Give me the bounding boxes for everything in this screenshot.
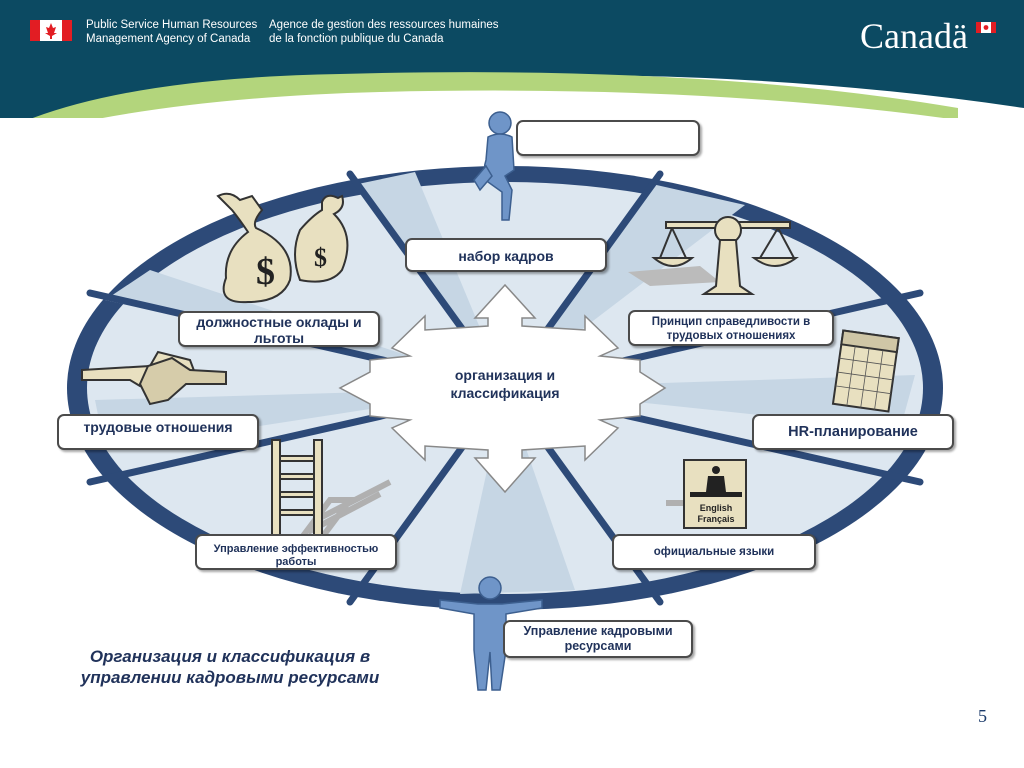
org-name-english: Public Service Human Resources Managemen… (86, 19, 258, 45)
slide-caption: Организация и классификация в управлении… (80, 647, 380, 687)
label-performance-management[interactable]: Управление эффективностью работы (195, 534, 397, 570)
sign-text-french: Français (697, 514, 734, 524)
svg-text:$: $ (256, 251, 275, 293)
label-recruitment[interactable]: набор кадров (405, 238, 607, 272)
empty-label-box (516, 120, 700, 156)
wordmark-flag-icon (976, 22, 996, 33)
label-fairness[interactable]: Принцип справедливости в трудовых отноше… (628, 310, 834, 346)
header-banner: Public Service Human Resources Managemen… (0, 0, 1024, 118)
sign-text-english: English (700, 503, 733, 513)
center-label: организация и классификация (450, 367, 560, 401)
handshake-icon (81, 350, 227, 406)
balance-scale-icon (628, 216, 799, 295)
label-hr-planning[interactable]: HR-планирование (752, 414, 954, 450)
label-labour-relations[interactable]: трудовые отношения (57, 414, 259, 450)
person-sitting-icon (473, 111, 515, 221)
center-star (338, 283, 667, 494)
label-hr-management[interactable]: Управление кадровыми ресурсами (503, 620, 693, 658)
calendar-icon (831, 329, 900, 413)
official-languages-sign-icon: English Français (666, 459, 747, 529)
svg-text:$: $ (314, 243, 327, 272)
money-bags-icon: $ $ (216, 192, 349, 304)
org-name-french: Agence de gestion des ressources humaine… (269, 19, 499, 45)
label-official-languages[interactable]: официальные языки (612, 534, 816, 570)
ladder-icon (271, 439, 392, 543)
canada-flag-icon (30, 20, 72, 41)
page-number: 5 (978, 706, 987, 726)
label-pay-and-benefits[interactable]: должностные оклады и льготы (178, 311, 380, 347)
canada-wordmark: Canadä (860, 16, 968, 56)
person-holding-ring-icon (439, 576, 543, 691)
